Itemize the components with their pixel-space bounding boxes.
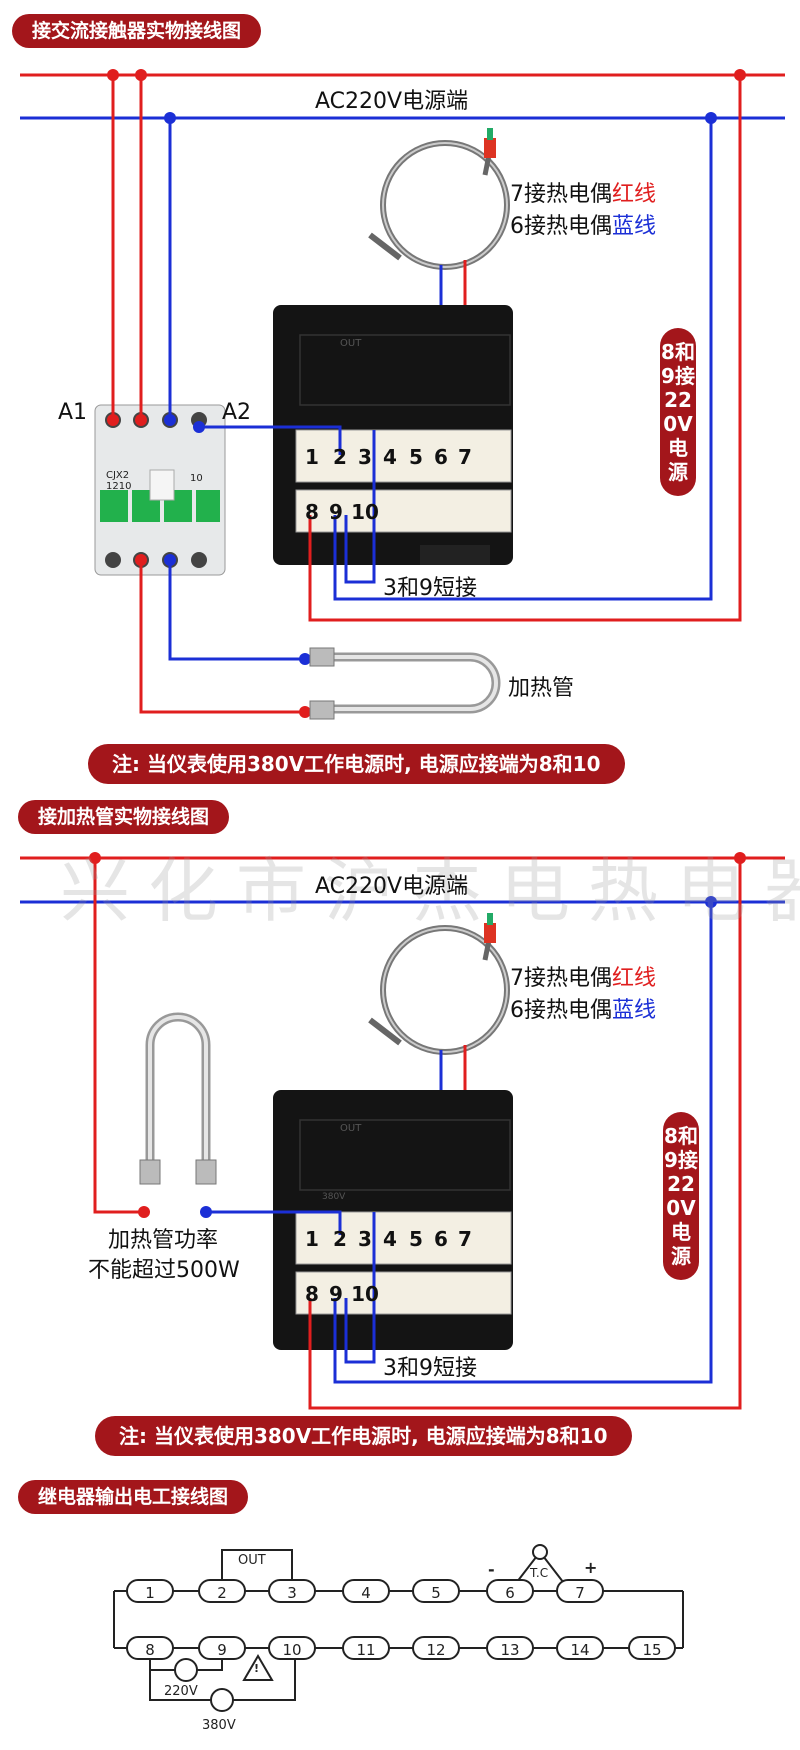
- relay-plus-label: +: [584, 1558, 598, 1577]
- tc-blue-label-1: 6接热电偶蓝线: [510, 214, 657, 239]
- terminal-4-b: 4: [383, 1227, 397, 1251]
- terminal-10-b: 10: [351, 1282, 379, 1306]
- short-link-label-1: 3和9短接: [383, 576, 477, 601]
- terminal-6: 6: [434, 445, 448, 469]
- heater-power-line2: 不能超过500W: [88, 1258, 240, 1283]
- relay-terminal-14: 14: [556, 1636, 604, 1660]
- section-title-relay: 继电器输出电工接线图: [18, 1480, 249, 1514]
- note-380v-1: 注: 当仪表使用380V工作电源时, 电源应接端为8和10: [88, 744, 625, 784]
- relay-tc-label: T.C: [530, 1566, 549, 1580]
- terminal-6-b: 6: [434, 1227, 448, 1251]
- terminal-5-b: 5: [409, 1227, 423, 1251]
- relay-380v-label: 380V: [202, 1718, 236, 1733]
- controller-out-label-1: OUT: [340, 338, 362, 349]
- relay-terminal-15: 15: [628, 1636, 676, 1660]
- note-380v-2: 注: 当仪表使用380V工作电源时, 电源应接端为8和10: [95, 1416, 632, 1456]
- relay-schematic: [113, 1544, 684, 1712]
- watermark: 兴化市沪杰电热电器厂: [60, 850, 800, 932]
- relay-terminal-9: 9: [198, 1636, 246, 1660]
- relay-terminal-11: 11: [342, 1636, 390, 1660]
- relay-out-label: OUT: [238, 1553, 266, 1568]
- terminal-9-b: 9: [329, 1282, 343, 1306]
- terminal-4: 4: [383, 445, 397, 469]
- section2-power-rails: [20, 852, 785, 908]
- terminal-7: 7: [458, 445, 472, 469]
- short-link-label-2: 3和9短接: [383, 1356, 477, 1381]
- heater-tube-2: [139, 1012, 217, 1185]
- terminal-8-b: 8: [305, 1282, 319, 1306]
- contactor-wire-dots: [107, 414, 311, 718]
- terminal-5: 5: [409, 445, 423, 469]
- terminal-9: 9: [329, 500, 343, 524]
- controller-voltage-label: 380V: [322, 1192, 346, 1202]
- ac-power-label-1: AC220V电源端: [315, 89, 469, 114]
- terminal-8: 8: [305, 500, 319, 524]
- warning-icon: !: [254, 1662, 260, 1675]
- terminal-3: 3: [358, 445, 372, 469]
- section2-wires: [93, 858, 742, 1410]
- controller-body-1: [273, 305, 513, 565]
- controller-out-label-2: OUT: [340, 1123, 362, 1134]
- relay-terminal-2: 2: [198, 1579, 246, 1603]
- tc-blue-label-2: 6接热电偶蓝线: [510, 998, 657, 1023]
- side-power-label-1: 8和9接220V电源: [660, 328, 696, 496]
- relay-terminal-10: 10: [268, 1636, 316, 1660]
- terminal-1: 1: [305, 445, 319, 469]
- relay-terminal-3: 3: [268, 1579, 316, 1603]
- terminal-1-b: 1: [305, 1227, 319, 1251]
- ac-power-label-2: AC220V电源端: [315, 874, 469, 899]
- side-power-label-2: 8和9接220V电源: [663, 1112, 699, 1280]
- relay-terminal-4: 4: [342, 1579, 390, 1603]
- relay-terminal-5: 5: [412, 1579, 460, 1603]
- section-title-contactor: 接交流接触器实物接线图: [12, 14, 262, 48]
- contactor-a2-label: A2: [222, 400, 252, 425]
- contactor-a1-label: A1: [58, 400, 88, 425]
- contactor-aux: 10: [190, 473, 203, 484]
- terminal-2-b: 2: [333, 1227, 347, 1251]
- relay-terminal-13: 13: [486, 1636, 534, 1660]
- relay-terminal-8: 8: [126, 1636, 174, 1660]
- terminal-10: 10: [351, 500, 379, 524]
- relay-terminal-7: 7: [556, 1579, 604, 1603]
- relay-terminal-6: 6: [486, 1579, 534, 1603]
- terminal-3-b: 3: [358, 1227, 372, 1251]
- terminal-7-b: 7: [458, 1227, 472, 1251]
- tc-red-label-1: 7接热电偶红线: [510, 182, 657, 207]
- tc-red-label-2: 7接热电偶红线: [510, 966, 657, 991]
- section-title-heater: 接加热管实物接线图: [18, 800, 230, 834]
- heater-power-line1: 加热管功率: [108, 1228, 219, 1253]
- controller-body-2: [273, 1090, 513, 1350]
- relay-220v-label: 220V: [164, 1684, 198, 1699]
- section1-wires: [111, 75, 742, 714]
- relay-terminal-1: 1: [126, 1579, 174, 1603]
- heater-label: 加热管: [508, 676, 575, 701]
- terminal-2: 2: [333, 445, 347, 469]
- relay-terminal-12: 12: [412, 1636, 460, 1660]
- relay-minus-label: -: [488, 1560, 495, 1579]
- heater-tube-1: [309, 647, 501, 720]
